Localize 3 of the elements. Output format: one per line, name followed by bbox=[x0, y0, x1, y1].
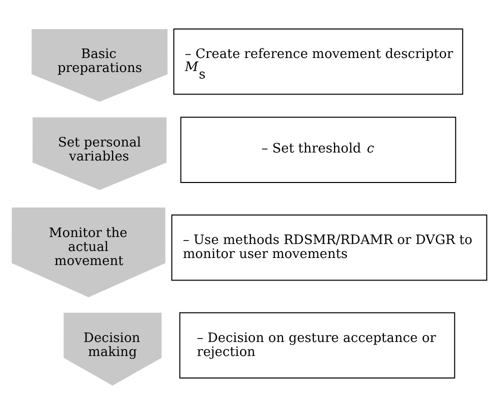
node-box: – Use methods RDSMR/RDAMR or DVGR to monitor user movements bbox=[171, 214, 488, 281]
node-box: – Set threshold c bbox=[180, 116, 456, 183]
node-box: – Decision on gesture acceptance or rejection bbox=[179, 312, 456, 378]
